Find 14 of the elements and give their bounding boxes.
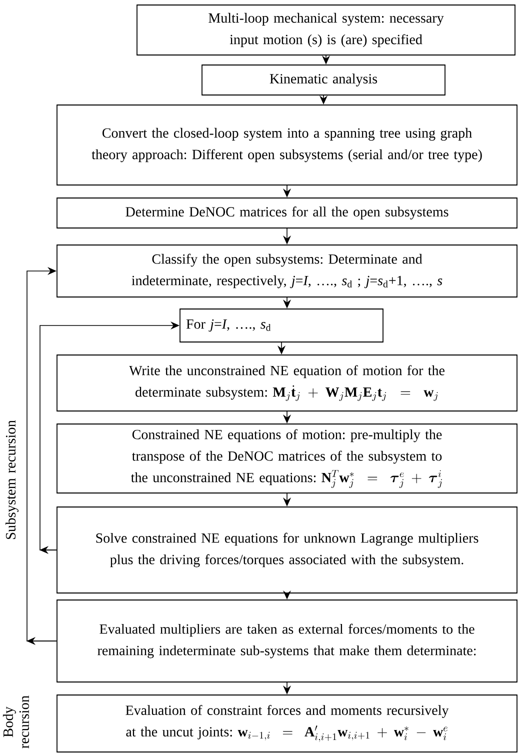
process-box: Evaluated multipliers are taken as external forces/moments to the remaining indeterminate sub-systems that make them determinate:	[56, 600, 518, 682]
process-box: Kinematic analysis	[202, 64, 446, 96]
process-box: Solve constrained NE equations for unknown Lagrange multipliers plus the driving forces/torques associated with the subsystem.	[56, 506, 518, 594]
process-box: Constrained NE equations of motion: pre-multiply the transpose of the DeNOC matrices of the subsystem to the unconstrained NE equations: $\mathbf{N}_j^T\mathbf{w}_j^*=\boldsymbol{\tau}_j^e+\boldsymbol{\tau}_j^i$	[56, 424, 518, 494]
loop-box: For j=I, …., s$_{d}$	[180, 308, 384, 342]
process-box: Classify the open subsystems: Determinate and indeterminate, respectively, j=I, …., s$_{d}$ ; j=s$_{d}$+1, …., s	[56, 244, 518, 298]
process-box: Determine DeNOC matrices for all the open subsystems	[56, 198, 518, 228]
process-box: Convert the closed-loop system into a spanning tree using graph theory approach: Different open subsystems (serial and/or tree type)	[56, 104, 518, 186]
process-box: Write the unconstrained NE equation of motion for the determinate subsystem: $\mathbf{M}_j\dot{\mathbf{t}}_j+\mathbf{W}_j\mathbf{M}_j\mathbf{E}_j\mathbf{t}_j=\mathbf{w}_j$	[56, 354, 518, 412]
process-box: Multi-loop mechanical system: necessary input motion (s) is (are) specified	[136, 4, 516, 56]
side-label: Subsystem recursion	[6, 420, 18, 540]
side-label: Body recursion	[2, 696, 30, 748]
process-box: Evaluation of constraint forces and moments recursively at the uncut joints: $\mathbf{w}_{i-1,i}=\mathbf{A}'_{i,i+1}\mathbf{w}_{i,i+1}+\mathbf{w}_i^*-\mathbf{w}_i^e$	[56, 694, 518, 752]
loop-arrow	[26, 266, 57, 646]
